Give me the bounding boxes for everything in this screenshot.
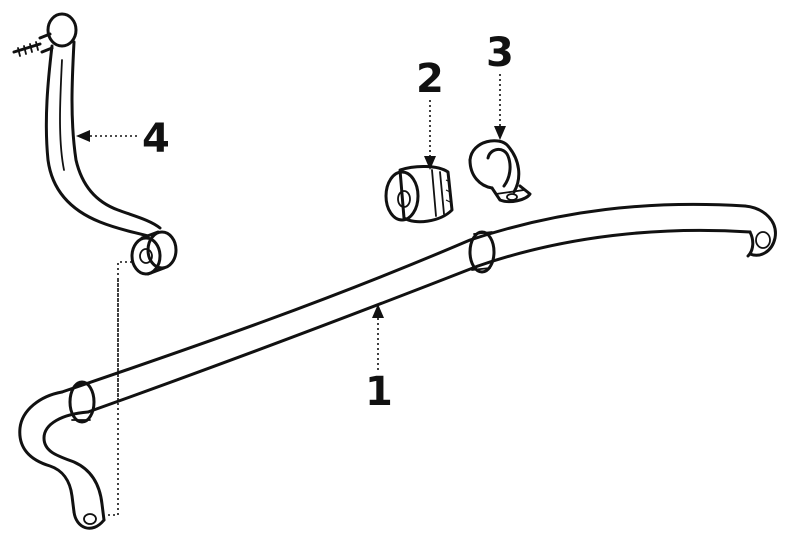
callout-3: 3 <box>486 30 514 140</box>
stabilizer-link <box>12 12 178 276</box>
callout-number-2: 2 <box>416 56 444 102</box>
left-end-eye <box>83 513 97 525</box>
right-bushing-collar <box>468 230 496 274</box>
stabilizer-bushing <box>384 165 454 224</box>
stabilizer-bar <box>18 202 777 530</box>
callout-4: 4 <box>76 116 170 162</box>
link-alignment-leader <box>106 261 132 516</box>
link-bottom-bushing <box>130 230 178 276</box>
right-end-eye <box>755 231 771 249</box>
callout-number-4: 4 <box>142 116 170 162</box>
left-bushing-collar <box>68 380 96 424</box>
callout-2: 2 <box>416 56 444 170</box>
callout-1: 1 <box>365 304 393 415</box>
callout-number-1: 1 <box>365 369 393 415</box>
bushing-bracket <box>468 139 532 204</box>
callout-number-3: 3 <box>486 30 514 76</box>
